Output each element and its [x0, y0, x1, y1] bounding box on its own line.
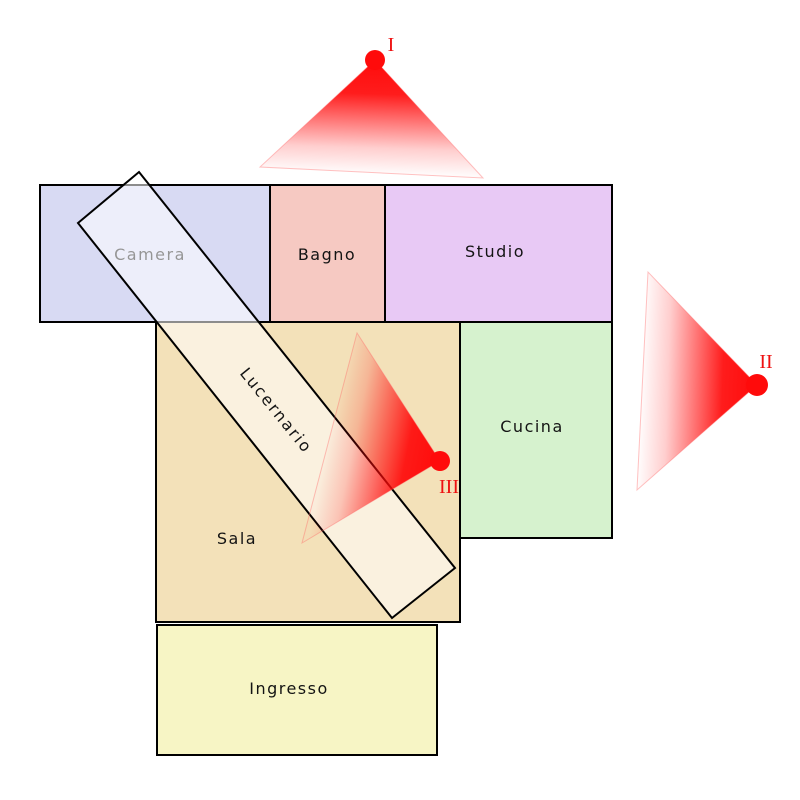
room-label-bagno: Bagno	[298, 245, 356, 264]
sensor-dot-ii	[746, 374, 768, 396]
room-label-cucina: Cucina	[500, 417, 564, 436]
sensor-cone-iii	[301, 331, 441, 545]
sensor-label-ii: II	[759, 351, 772, 373]
sensor-cone-ii	[636, 270, 758, 492]
sensor-label-i: I	[388, 34, 395, 56]
room-label-studio: Studio	[465, 242, 525, 261]
room-label-ingresso: Ingresso	[249, 679, 329, 698]
room-ingresso	[156, 624, 438, 756]
room-cucina	[459, 321, 613, 539]
room-studio	[384, 184, 613, 323]
sensor-cone-i	[258, 59, 485, 179]
sensor-dot-iii	[430, 451, 450, 471]
sensor-label-iii: III	[439, 476, 459, 498]
room-label-sala: Sala	[217, 529, 257, 548]
sensor-dot-i	[365, 50, 385, 70]
